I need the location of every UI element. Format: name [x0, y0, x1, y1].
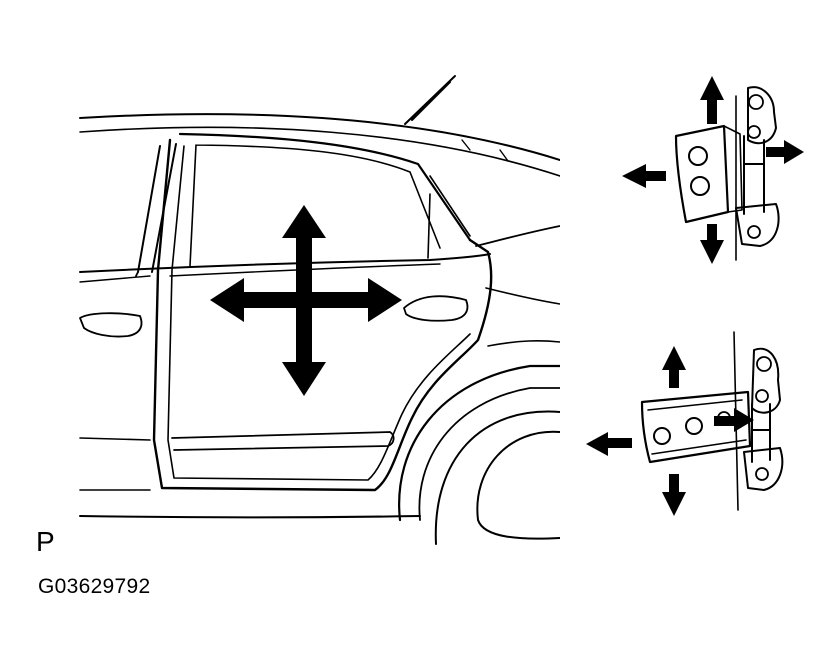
side-moulding	[171, 431, 395, 451]
lower-hinge-bolt-3b	[755, 467, 769, 481]
rear-tire-rim	[476, 430, 560, 540]
lower-hinge-plate-bolt-1	[653, 427, 671, 445]
quarter-window	[427, 175, 471, 259]
lower-hinge-plate-bolt-2	[685, 417, 703, 435]
rear-door-outline	[152, 138, 493, 492]
roof-rail-stripe	[461, 139, 509, 162]
upper-hinge-pin	[743, 135, 765, 215]
upper-hinge-door-plate	[674, 124, 730, 224]
lower-hinge-door-plate	[640, 390, 752, 464]
view-label: P	[36, 526, 55, 557]
upper-door-hinge	[622, 76, 804, 264]
lower-door-hinge	[586, 331, 784, 516]
antenna	[404, 75, 456, 125]
lower-hinge-door-plate-edge	[647, 399, 747, 455]
upper-hinge-plate-bolt-2	[690, 176, 710, 196]
b-pillar	[137, 143, 177, 273]
four-way-move-icon	[210, 205, 402, 396]
belt-line-lower	[79, 263, 441, 283]
front-door-handle	[79, 312, 143, 338]
rear-door-handle	[403, 295, 469, 322]
door-window-frame	[178, 132, 472, 242]
upper-hinge-bolt-2	[747, 125, 761, 139]
rocker-panel	[79, 515, 421, 519]
wheel-arch-inner	[418, 387, 560, 521]
upper-hinge-plate-bolt-1	[688, 146, 708, 166]
rear-tire	[434, 410, 560, 545]
lower-hinge-pin	[751, 403, 771, 463]
front-door-edge	[135, 271, 139, 277]
lower-hinge-arrows	[586, 346, 754, 516]
lower-hinge-body-bracket	[751, 347, 781, 414]
lower-hinge-lower-knuckle	[743, 447, 784, 491]
upper-hinge-arrows	[622, 76, 804, 264]
rear-bumper-line	[487, 340, 560, 347]
roof-line-inner	[79, 126, 560, 177]
door-window-glass-edge	[189, 144, 441, 267]
lower-hinge-bolt-2	[755, 389, 769, 403]
upper-hinge-door-plate-fold	[723, 125, 743, 213]
upper-hinge-bolt-3	[747, 225, 761, 239]
upper-hinge-lower-knuckle	[735, 203, 780, 247]
wheel-arch	[398, 364, 560, 522]
quarter-panel-shoulder	[475, 225, 560, 247]
front-body-lower	[79, 437, 151, 491]
quarter-crease	[485, 287, 560, 305]
car-rear-side-view	[79, 75, 560, 545]
rear-door-inner-line	[167, 145, 471, 481]
figure-code: G03629792	[38, 575, 151, 598]
roof-line	[79, 113, 560, 161]
lower-hinge-bolt-1	[756, 356, 772, 372]
upper-hinge-body-bracket	[747, 86, 777, 145]
upper-hinge-bolt-1	[748, 94, 764, 110]
